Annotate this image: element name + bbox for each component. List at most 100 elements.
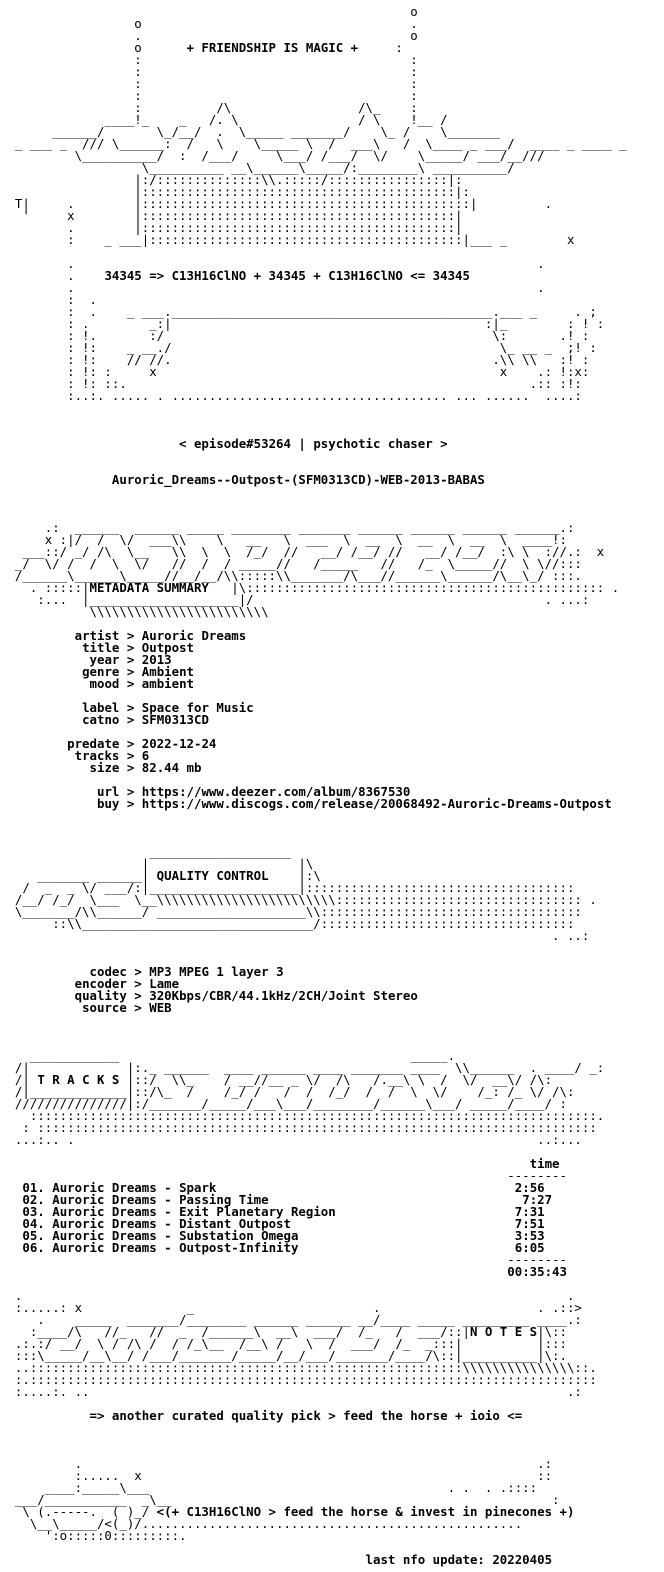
art-line: ..::::::::::::::::::::::::::::::::::::::… bbox=[0, 1360, 597, 1375]
meta-row-url: url > https://www.deezer.com/album/83675… bbox=[96, 784, 411, 799]
meta-row-title: title > Outpost bbox=[82, 640, 194, 655]
track-no: 04. bbox=[22, 1216, 45, 1231]
meta-value-year: 2013 bbox=[141, 652, 172, 667]
art-line: ____________ _____. bbox=[0, 1048, 590, 1063]
release-line: Auroric_Dreams--Outpost-(SFM0313CD)-WEB-… bbox=[0, 473, 664, 486]
art-line bbox=[0, 1026, 664, 1038]
meta-row-predate: predate > 2022-12-24 bbox=[67, 736, 217, 751]
formula-banner: 34345 => C13H16ClNO + 34345 + C13H16ClNO… bbox=[104, 268, 470, 283]
art-line bbox=[0, 1014, 664, 1026]
meta-key-title: title bbox=[82, 640, 120, 655]
art-line: : !. :/ \: .! : bbox=[0, 328, 590, 343]
footer-slogan-line: \ (.-----. ( )_/ <(+ C13H16ClNO > feed t… bbox=[0, 1504, 575, 1519]
art-line: _/ \/ / / \ \/ // / / _____// /_____ // … bbox=[0, 556, 582, 571]
art-line: ____:_____\___ . . . .:::: bbox=[0, 1480, 538, 1495]
art-line: /______\______\_____//__/__/\\:::::\\___… bbox=[0, 568, 582, 583]
meta-row-artist: artist > Auroric Dreams bbox=[74, 628, 247, 643]
art-line: : : bbox=[0, 52, 418, 67]
art-line: ':o:::::0:::::::::. bbox=[0, 1528, 187, 1543]
art-line: . ..: bbox=[0, 928, 590, 943]
track-name: Auroric Dreams - Spark bbox=[52, 1180, 217, 1195]
art-line: |:::::::::::::::::::::::::::::::::::::::… bbox=[0, 184, 470, 199]
meta-key-url: url bbox=[96, 784, 120, 799]
art-line bbox=[0, 486, 664, 498]
art-line: T| . |::::::::::::::::::::::::::::::::::… bbox=[0, 196, 553, 211]
track-time: 7:27 bbox=[522, 1192, 553, 1207]
formula-line: . 34345 => C13H16ClNO + 34345 + C13H16Cl… bbox=[0, 268, 470, 283]
tracks-total-line: 00:35:43 bbox=[0, 1265, 664, 1278]
meta-row-year: year > 2013 bbox=[89, 652, 172, 667]
track-no: 03. bbox=[22, 1204, 45, 1219]
art-line: . .: bbox=[0, 1456, 553, 1471]
art-line: :____/\ //_ // _ /______\ __\ ___/ /_ / … bbox=[0, 1324, 567, 1339]
art-line bbox=[0, 810, 664, 822]
track-no: 06. bbox=[22, 1240, 45, 1255]
art-line: .:.:/ __/ \ / /\ / / /_\__ /__\ / \ / __… bbox=[0, 1336, 567, 1351]
art-line: : ::::::::::::::::::::::::::::::::::::::… bbox=[0, 1120, 605, 1135]
quality-value-quality: 320Kbps/CBR/44.1kHz/2CH/Joint Stereo bbox=[149, 988, 418, 1003]
art-line bbox=[0, 942, 664, 954]
meta-value-tracks: 6 bbox=[141, 748, 150, 763]
art-line: :::\_____/__\__/ /___/_______/_____/__/_… bbox=[0, 1348, 567, 1363]
art-line: : . _ ___.______________________________… bbox=[0, 304, 597, 319]
art-line: . . bbox=[0, 280, 545, 295]
track-time: 6:05 bbox=[514, 1240, 545, 1255]
art-line: : : bbox=[0, 76, 418, 91]
track-row: 01. Auroric Dreams - Spark 2:56 bbox=[0, 1180, 664, 1195]
quality-section-title: QUALITY CONTROL bbox=[156, 868, 269, 883]
meta-row-buy: buy > https://www.discogs.com/release/20… bbox=[96, 796, 612, 811]
track-row: 02. Auroric Dreams - Passing Time 7:27 bbox=[0, 1192, 664, 1207]
art-line bbox=[0, 450, 664, 462]
art-line: ______/ \_/__/ . \_____ _______/ \_ / \_… bbox=[0, 124, 500, 139]
art-line: ___________________ bbox=[0, 844, 291, 859]
art-line: :..:. ..... . ..........................… bbox=[0, 388, 582, 403]
meta-value-url[interactable]: https://www.deezer.com/album/8367530 bbox=[141, 784, 411, 799]
art-line: o . bbox=[0, 16, 418, 31]
friendship-banner: + FRIENDSHIP IS MAGIC + bbox=[186, 40, 359, 55]
art-line: _ ___ _ /// \______: / \ \_____ \ / ___\… bbox=[0, 136, 627, 151]
quality-value-encoder: Lame bbox=[149, 976, 180, 991]
art-line: /|_____________|::/\_ / /_/ / / / /_/ / … bbox=[0, 1084, 575, 1099]
quality-value-source: WEB bbox=[149, 1000, 172, 1015]
track-time: 2:56 bbox=[514, 1180, 545, 1195]
track-name: Auroric Dreams - Distant Outpost bbox=[52, 1216, 291, 1231]
art-line: . . bbox=[0, 256, 545, 271]
meta-row-catno: catno > SFM0313CD bbox=[82, 712, 209, 727]
art-line: x :|/ / \/ ___\\ \ __ \ ___ \ __ \ __ \ … bbox=[0, 532, 567, 547]
track-name: Auroric Dreams - Exit Planetary Region bbox=[52, 1204, 336, 1219]
art-line: . _____ _______/________ ______ ______ _… bbox=[0, 1312, 582, 1327]
meta-key-year: year bbox=[89, 652, 120, 667]
art-line: \__\_____/<(_)/.........................… bbox=[0, 1516, 523, 1531]
art-line: :... |____________________|/ . ...: bbox=[0, 592, 590, 607]
art-line: \_______/\\______/ ____________________\… bbox=[0, 904, 582, 919]
art-line: -------- bbox=[0, 1168, 567, 1183]
art-line: ' x |:::::::::::::::::::::::::::::::::::… bbox=[0, 208, 463, 223]
track-time: 7:51 bbox=[514, 1216, 545, 1231]
meta-value-buy[interactable]: https://www.discogs.com/release/20068492… bbox=[141, 796, 612, 811]
art-line: : /\ /\_ : bbox=[0, 100, 418, 115]
meta-key-catno: catno bbox=[82, 712, 120, 727]
art-line bbox=[0, 414, 664, 426]
quality-row-quality: quality > 320Kbps/CBR/44.1kHz/2CH/Joint … bbox=[74, 988, 418, 1003]
last-update: last nfo update: 20220405 bbox=[365, 1552, 553, 1567]
art-line bbox=[0, 498, 664, 510]
meta-row-tracks: tracks > 6 bbox=[74, 748, 150, 763]
meta-key-buy: buy bbox=[96, 796, 120, 811]
meta-value-title: Outpost bbox=[141, 640, 194, 655]
tracks-time-header: time bbox=[529, 1156, 560, 1171]
art-line: ...:.. . ..:... bbox=[0, 1132, 582, 1147]
track-row: 04. Auroric Dreams - Distant Outpost 7:5… bbox=[0, 1216, 664, 1231]
meta-key-mood: mood bbox=[89, 676, 120, 691]
art-line: \__________/ : /___/ \___/ /___/ \/ \___… bbox=[0, 148, 545, 163]
track-time: 3:53 bbox=[514, 1228, 545, 1243]
track-row: 05. Auroric Dreams - Substation Omega 3:… bbox=[0, 1228, 664, 1243]
meta-row-size: size > 82.44 mb bbox=[89, 760, 202, 775]
art-line: / _ _ \/ ___/:|____________________|::::… bbox=[0, 880, 575, 895]
art-line: : . bbox=[0, 292, 97, 307]
track-no: 05. bbox=[22, 1228, 45, 1243]
art-line: ___::/ _/ /\ \__ \\ \ \ /_/ // __/ /__/ … bbox=[0, 544, 605, 559]
meta-row-genre: genre > Ambient bbox=[82, 664, 194, 679]
track-row: 06. Auroric Dreams - Outpost-Infinity 6:… bbox=[0, 1240, 664, 1255]
art-line: :.....: x _ . . .::> bbox=[0, 1300, 582, 1315]
art-line: .: ______ ______ _____ ________ _______ … bbox=[0, 520, 575, 535]
